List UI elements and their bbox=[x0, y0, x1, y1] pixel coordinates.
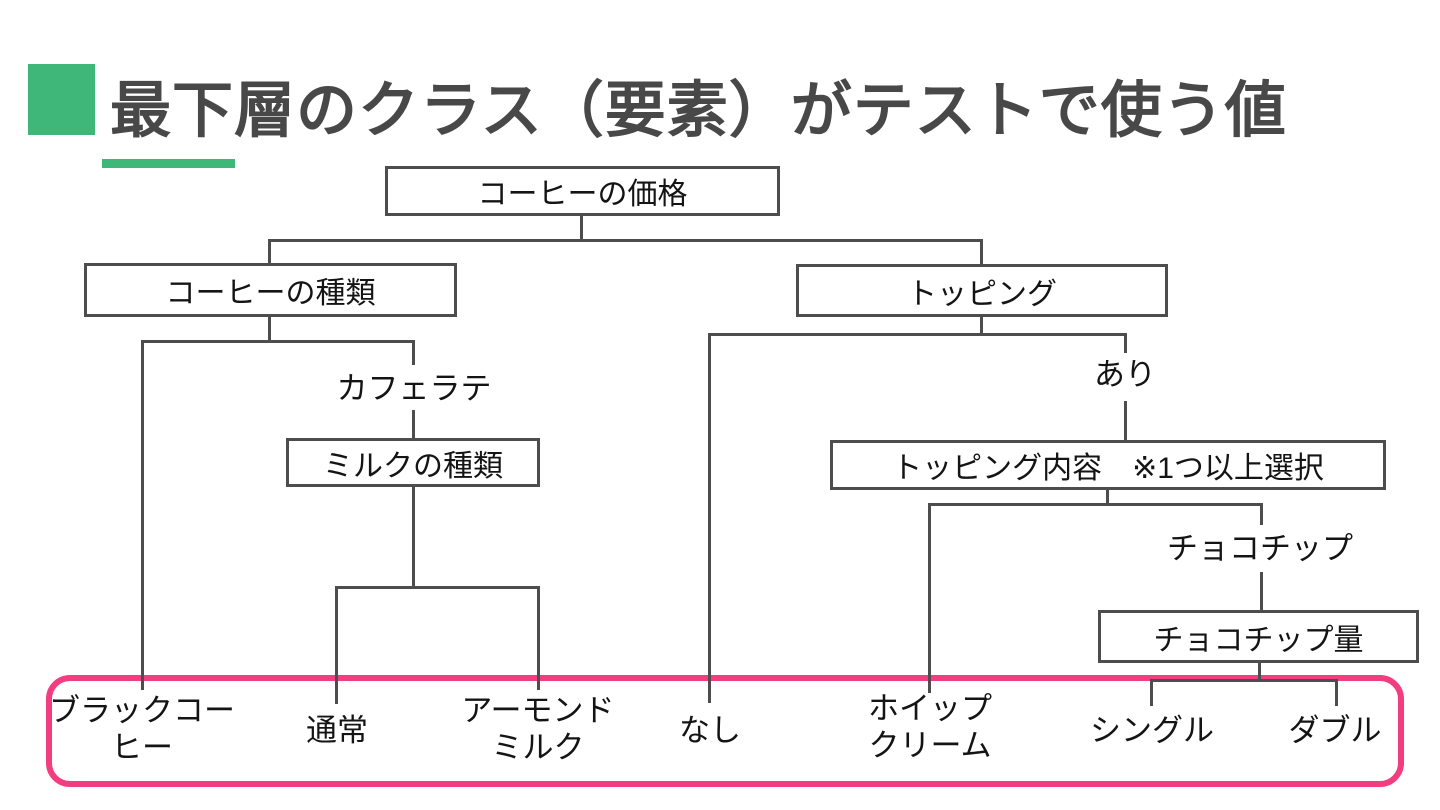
connector-line bbox=[141, 340, 144, 690]
leaf-normal: 通常 bbox=[306, 713, 368, 748]
tree-node-topping-content: トッピング内容 ※1つ以上選択 bbox=[830, 440, 1386, 490]
connector-line bbox=[335, 586, 338, 704]
connector-line bbox=[1260, 572, 1263, 610]
leaf-none: なし bbox=[679, 713, 741, 748]
leaf-almond-milk: アーモンドミルク bbox=[461, 693, 615, 765]
connector-line bbox=[928, 503, 1263, 506]
connector-line bbox=[708, 333, 711, 703]
leaf-values-highlight-box bbox=[46, 675, 1404, 787]
connector-line bbox=[1124, 401, 1127, 440]
tree-label-cafe-latte: カフェラテ bbox=[336, 371, 492, 406]
tree-node-choco-amount: チョコチップ量 bbox=[1098, 610, 1419, 663]
connector-line bbox=[1260, 503, 1263, 525]
connector-line bbox=[141, 340, 415, 343]
connector-line bbox=[980, 316, 983, 336]
tree-node-topping: トッピング bbox=[796, 264, 1168, 317]
tree-label-with-topping: あり bbox=[1094, 357, 1156, 392]
connector-line bbox=[1150, 679, 1338, 682]
tree-label-choco-chip: チョコチップ bbox=[1167, 531, 1353, 566]
connector-line bbox=[1335, 679, 1338, 706]
title-accent-square bbox=[28, 64, 95, 135]
title-underline bbox=[102, 159, 235, 168]
connector-line bbox=[708, 333, 1127, 336]
connector-line bbox=[268, 239, 983, 242]
connector-line bbox=[1124, 333, 1127, 353]
leaf-whipped-cream: ホイップクリーム bbox=[868, 691, 992, 763]
connector-line bbox=[1150, 679, 1153, 706]
leaf-black-coffee: ブラックコーヒー bbox=[49, 693, 235, 765]
slide-title: 最下層のクラス（要素）がテストで使う値 bbox=[110, 76, 1287, 144]
connector-line bbox=[980, 239, 983, 267]
tree-node-coffee-type: コーヒーの種類 bbox=[84, 263, 457, 317]
tree-node-milk-type: ミルクの種類 bbox=[286, 438, 540, 487]
connector-line bbox=[412, 486, 415, 589]
connector-line bbox=[268, 316, 271, 343]
connector-line bbox=[1258, 662, 1261, 682]
connector-line bbox=[580, 215, 583, 242]
leaf-double: ダブル bbox=[1288, 713, 1382, 748]
connector-line bbox=[537, 586, 540, 690]
connector-line bbox=[412, 340, 415, 365]
connector-line bbox=[412, 410, 415, 439]
connector-line bbox=[268, 239, 271, 265]
connector-line bbox=[928, 503, 931, 693]
connector-line bbox=[1106, 489, 1109, 506]
leaf-single: シングル bbox=[1090, 713, 1214, 748]
connector-line bbox=[335, 586, 540, 589]
tree-node-root: コーヒーの価格 bbox=[385, 166, 780, 216]
